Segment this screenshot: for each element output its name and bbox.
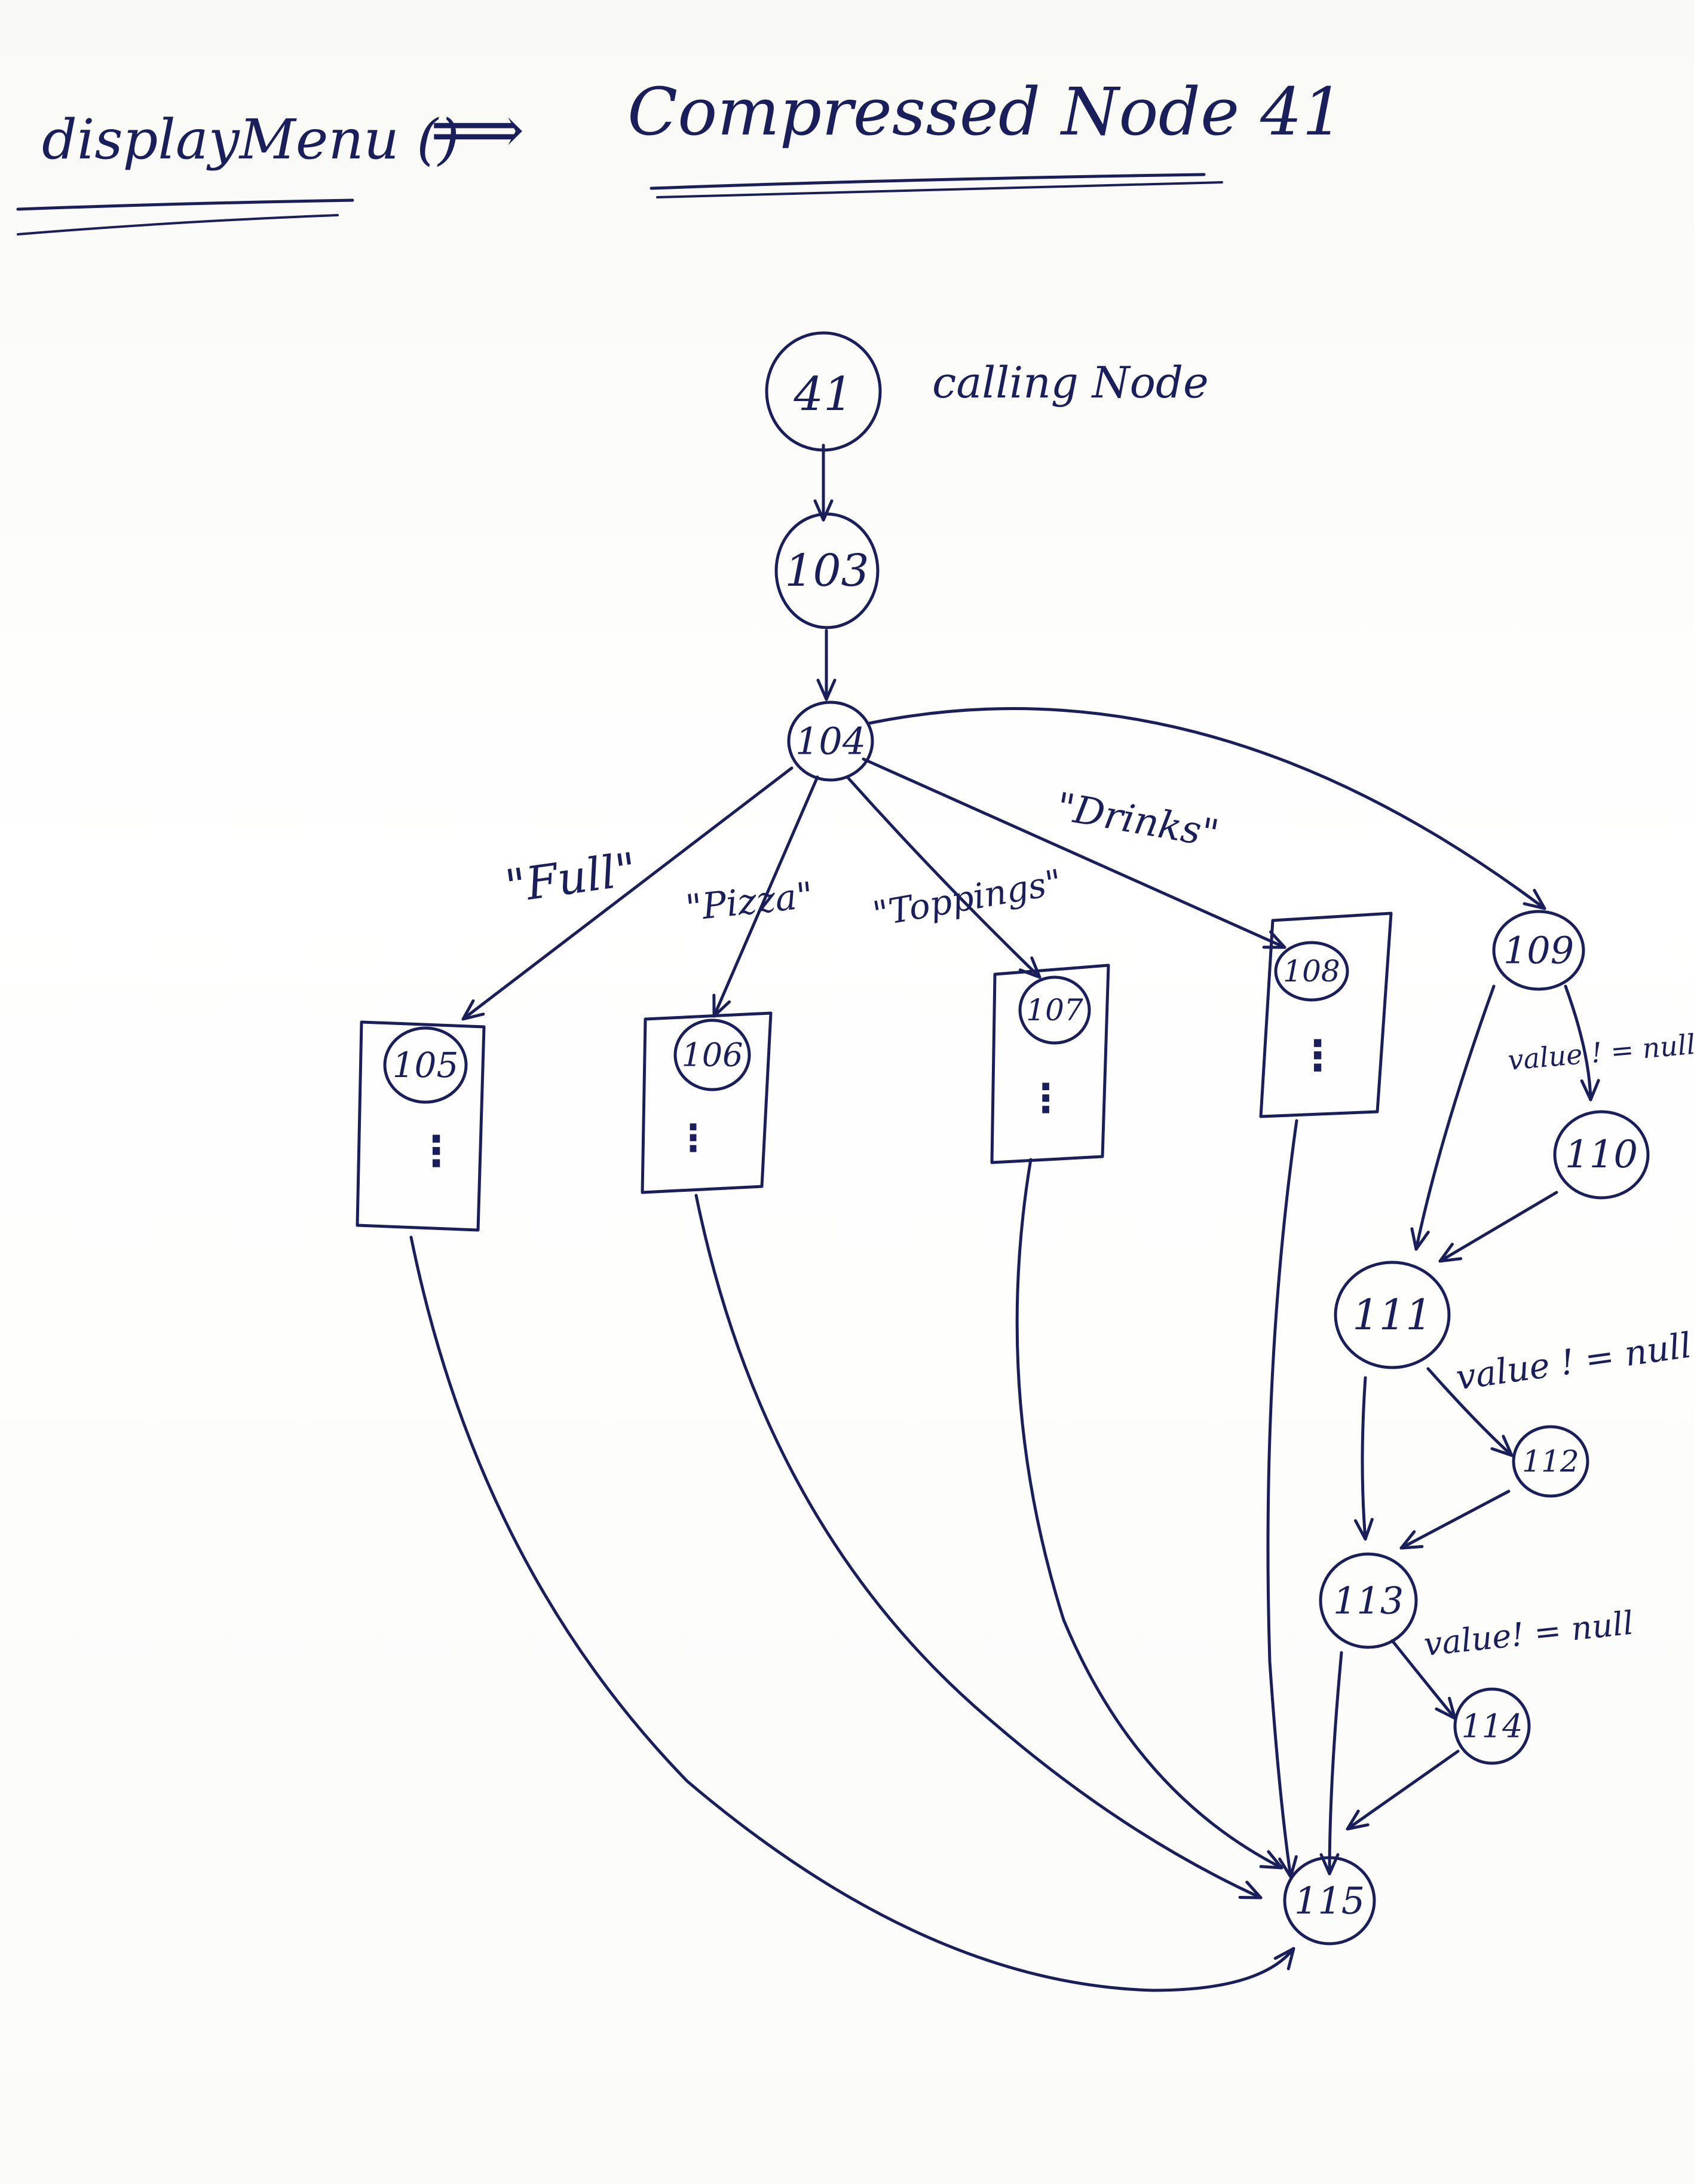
- svg-text:112: 112: [1522, 1444, 1579, 1479]
- svg-text:115: 115: [1294, 1879, 1365, 1923]
- edge-104-105: [461, 766, 794, 1021]
- svg-text:104: 104: [795, 720, 866, 763]
- header-arrow: ⟹: [430, 91, 525, 168]
- label-pizza: "Pizza": [684, 874, 815, 929]
- block-108: [1259, 911, 1393, 1118]
- header: displayMenu () ⟹ Compressed Node 41: [16, 74, 1344, 235]
- svg-text:113: 113: [1333, 1579, 1404, 1623]
- calling-node-note: calling Node: [932, 357, 1209, 408]
- label-cond-111-112: value ! = null: [1453, 1325, 1693, 1398]
- edge-111-112: [1426, 1367, 1514, 1457]
- svg-text:110: 110: [1565, 1133, 1638, 1177]
- edge-110-111: [1438, 1191, 1558, 1263]
- edge-113-114: [1390, 1639, 1457, 1720]
- node-112: 112: [1512, 1425, 1589, 1498]
- label-cond-113-114: value! = null: [1422, 1604, 1635, 1663]
- label-full: "Full": [502, 842, 639, 913]
- block-105-dots: ⋮: [415, 1127, 457, 1176]
- label-toppings: "Toppings": [870, 861, 1065, 934]
- svg-text:41: 41: [793, 368, 853, 421]
- edge-108-115: [1266, 1119, 1298, 1879]
- block-105: [356, 1020, 486, 1232]
- node-103: 103: [774, 512, 880, 629]
- edge-109-110: [1564, 984, 1600, 1102]
- edge-104-106: [712, 775, 819, 1018]
- edge-104-109: [868, 707, 1546, 910]
- node-109: 109: [1492, 910, 1585, 991]
- edges: [409, 443, 1600, 1992]
- function-name: displayMenu (): [42, 108, 460, 172]
- block-106-dots: ⋮: [675, 1116, 712, 1160]
- node-106: 106: [673, 1018, 751, 1091]
- node-111: 111: [1334, 1261, 1451, 1369]
- node-115: 115: [1283, 1856, 1376, 1946]
- svg-text:108: 108: [1283, 954, 1340, 989]
- node-113: 113: [1319, 1552, 1418, 1649]
- block-107: [990, 963, 1110, 1164]
- edge-105-115: [409, 1235, 1295, 1992]
- svg-text:114: 114: [1461, 1708, 1523, 1745]
- edge-114-115: [1346, 1749, 1460, 1831]
- svg-text:103: 103: [785, 545, 869, 597]
- edge-106-115: [694, 1194, 1263, 1899]
- block-106: [641, 1011, 773, 1194]
- label-drinks: "Drinks": [1053, 785, 1222, 857]
- node-108: 108: [1274, 941, 1349, 1002]
- svg-text:111: 111: [1352, 1290, 1432, 1339]
- edge-104-107: [846, 775, 1041, 979]
- node-104: 104: [787, 701, 874, 782]
- underline-3: [650, 173, 1206, 190]
- node-105: 105: [383, 1026, 468, 1104]
- node-110: 110: [1553, 1110, 1650, 1200]
- edge-107-115: [1015, 1158, 1283, 1870]
- node-107: 107: [1018, 975, 1091, 1045]
- block-108-dots: ⋮: [1297, 1031, 1338, 1080]
- svg-text:109: 109: [1503, 929, 1574, 972]
- svg-text:105: 105: [393, 1045, 459, 1085]
- header-subtitle: Compressed Node 41: [627, 74, 1344, 150]
- underline-4: [656, 181, 1223, 198]
- nodes: 41 103 104 105 106 107 108 109: [383, 331, 1650, 1946]
- edge-113-115: [1319, 1651, 1343, 1876]
- svg-text:107: 107: [1026, 993, 1083, 1027]
- compressed-blocks: ⋮ ⋮ ⋮ ⋮: [356, 911, 1393, 1232]
- edge-111-113: [1353, 1376, 1374, 1541]
- underline-2: [17, 214, 339, 235]
- node-114: 114: [1453, 1687, 1531, 1765]
- edge-109-111: [1410, 984, 1496, 1251]
- block-107-dots: ⋮: [1026, 1075, 1065, 1121]
- label-cond-109-110: value ! = null: [1506, 1028, 1694, 1076]
- underline-1: [16, 198, 354, 211]
- node-41: 41: [765, 331, 882, 452]
- edge-104-108: [862, 757, 1286, 949]
- svg-text:106: 106: [681, 1036, 743, 1074]
- edge-112-113: [1399, 1489, 1511, 1550]
